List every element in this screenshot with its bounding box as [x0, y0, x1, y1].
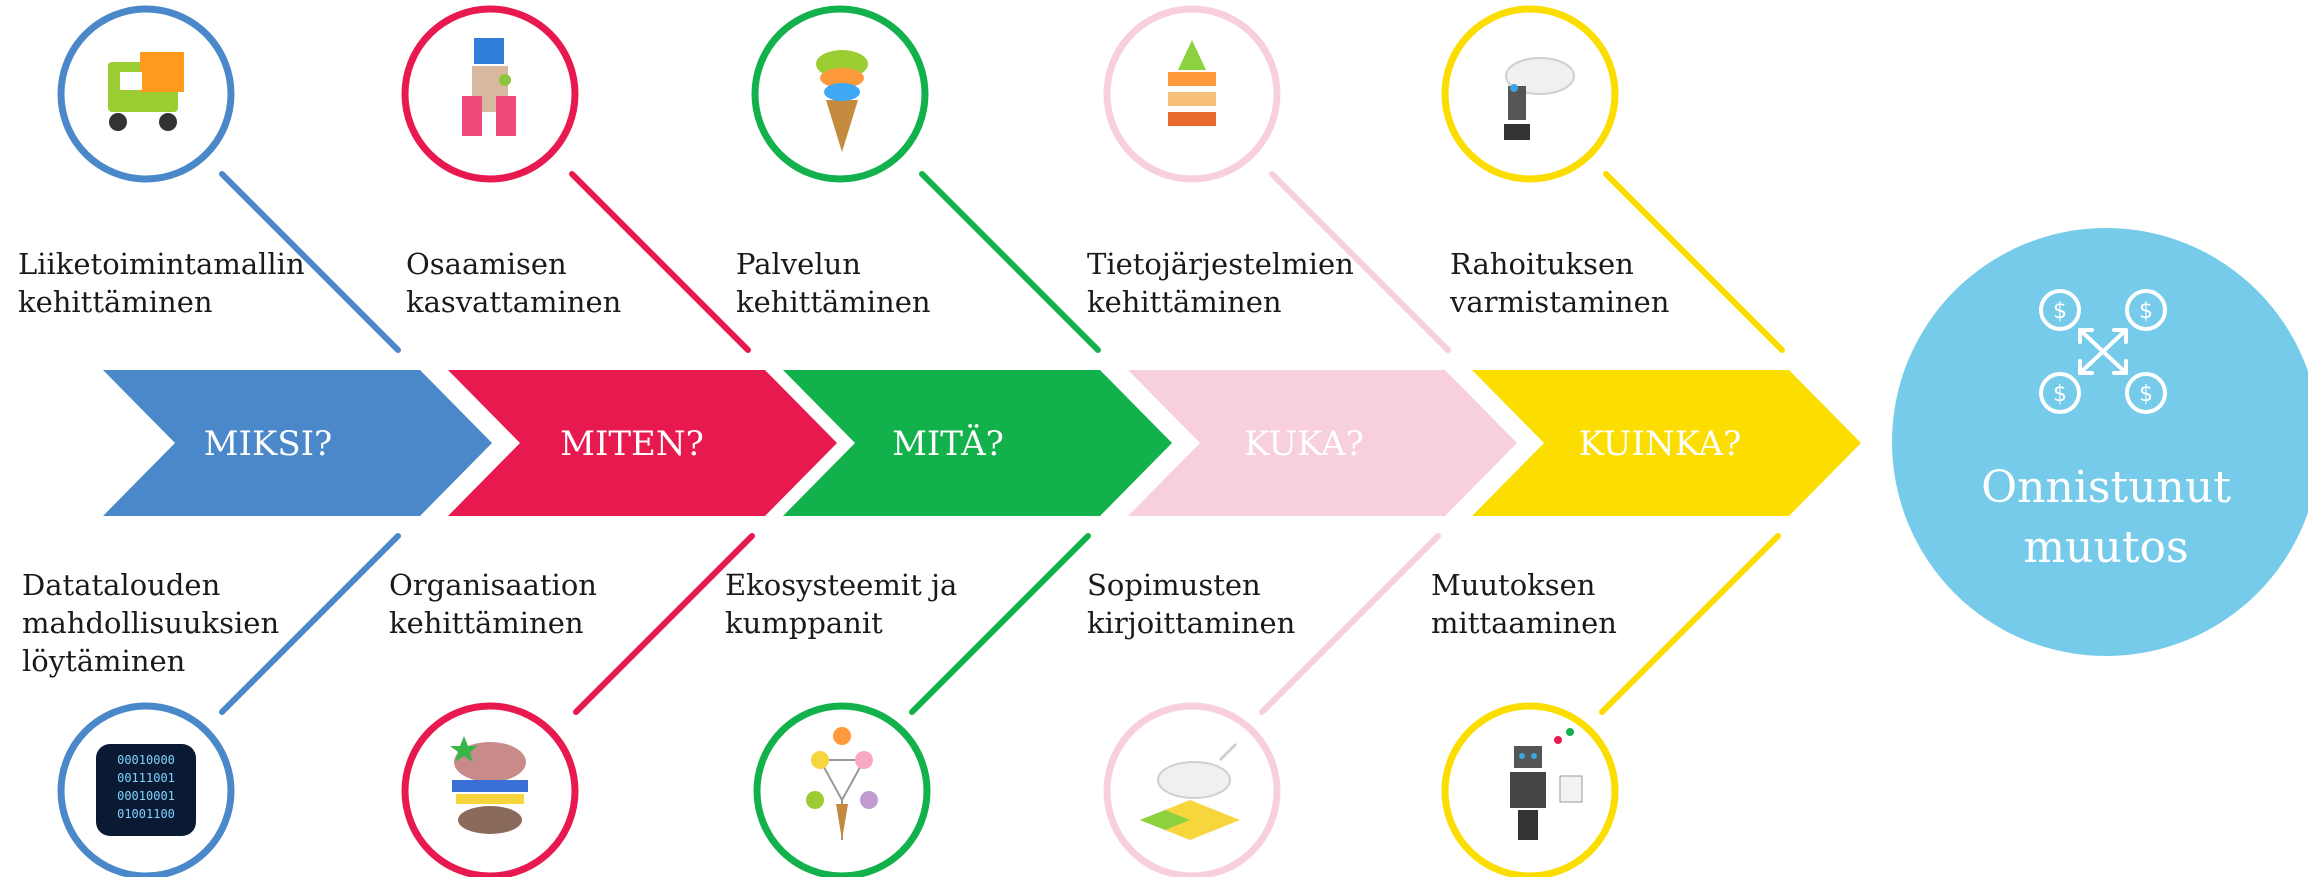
- bottom-circles: 00010000 00111001 00010001 01001100: [57, 702, 1619, 877]
- svg-text:00111001: 00111001: [117, 771, 175, 785]
- unicorn-grid-icon: [1103, 702, 1281, 877]
- bone-top-1: [219, 171, 401, 353]
- chevron-kuka: KUKA?: [1128, 370, 1517, 516]
- chevron-shape-miksi: [103, 370, 492, 516]
- bone-top-4: [1269, 171, 1451, 353]
- bone-bottom-1: [219, 533, 401, 715]
- circle-bottom-3: [753, 702, 931, 877]
- goal: $ $ $ $ Onnistunut muutos: [1892, 228, 2308, 656]
- chevron-label-kuinka: KUINKA?: [1579, 424, 1742, 464]
- bone-bottom-3: [909, 533, 1091, 715]
- binary-data-icon: 00010000 00111001 00010001 01001100: [57, 702, 235, 877]
- bottom-label-4: Sopimusten kirjoittaminen: [1087, 568, 1296, 640]
- chevron-label-mita: MITÄ?: [892, 424, 1004, 464]
- person-with-bucket-icon: [401, 5, 579, 183]
- bottom-label-2: Organisaation kehittäminen: [389, 568, 597, 640]
- chevron-mita: MITÄ?: [783, 370, 1172, 516]
- svg-text:$: $: [2053, 299, 2067, 324]
- chevron-shape-kuinka: [1472, 370, 1861, 516]
- top-label-1: Liiketoimintamallin kehittäminen: [18, 247, 305, 319]
- svg-text:$: $: [2053, 382, 2067, 407]
- chevron-kuinka: KUINKA?: [1472, 370, 1861, 516]
- chevron-shape-kuka: [1128, 370, 1517, 516]
- top-label-2: Osaamisen kasvattaminen: [406, 247, 622, 319]
- chevron-miten: MITEN?: [448, 370, 837, 516]
- bottom-label-1: Datatalouden mahdollisuuksien löytäminen: [22, 568, 280, 678]
- bottom-label-3: Ekosysteemit ja kumppanit: [725, 568, 958, 640]
- chevron-label-miksi: MIKSI?: [204, 424, 333, 464]
- top-circles: [57, 5, 1619, 183]
- chevron-label-miten: MITEN?: [560, 424, 704, 464]
- svg-text:00010001: 00010001: [117, 789, 175, 803]
- svg-text:00010000: 00010000: [117, 753, 175, 767]
- bone-bottom-5: [1599, 533, 1781, 715]
- bone-top-2: [569, 171, 751, 353]
- bone-bottom-2: [573, 533, 755, 715]
- svg-text:$: $: [2139, 382, 2153, 407]
- bottom-label-5: Muutoksen mittaaminen: [1431, 568, 1617, 640]
- goal-line-2: muutos: [2023, 522, 2188, 573]
- unicorn-robot-icon: [1441, 5, 1619, 183]
- top-label-4: Tietojärjestelmien kehittäminen: [1087, 247, 1354, 319]
- top-label-3: Palvelun kehittäminen: [736, 247, 931, 319]
- layered-cake-icon: [1103, 5, 1281, 183]
- money-arrows-icon: $ $ $ $: [2039, 289, 2167, 414]
- robot-icon: [1441, 702, 1619, 877]
- network-ice-cream-icon: [753, 702, 931, 877]
- brain-burger-icon: [401, 702, 579, 877]
- svg-text:$: $: [2139, 299, 2153, 324]
- chevron-shape-mita: [783, 370, 1172, 516]
- goal-circle: [1892, 228, 2308, 656]
- chevron-label-kuka: KUKA?: [1244, 424, 1364, 464]
- bone-bottom-4: [1259, 533, 1441, 715]
- rainbow-ice-cream-icon: [751, 5, 929, 183]
- svg-text:01001100: 01001100: [117, 807, 175, 821]
- food-truck-icon: [57, 5, 235, 183]
- bones: [219, 171, 1785, 715]
- bone-top-3: [919, 171, 1101, 353]
- chevron-shape-miten: [448, 370, 837, 516]
- chevron-row: MIKSI? MITEN? MITÄ? KUKA? KUINKA?: [103, 370, 1861, 516]
- bone-top-5: [1603, 171, 1785, 353]
- goal-line-1: Onnistunut: [1981, 462, 2231, 513]
- top-label-5: Rahoituksen varmistaminen: [1450, 247, 1670, 319]
- chevron-miksi: MIKSI?: [103, 370, 492, 516]
